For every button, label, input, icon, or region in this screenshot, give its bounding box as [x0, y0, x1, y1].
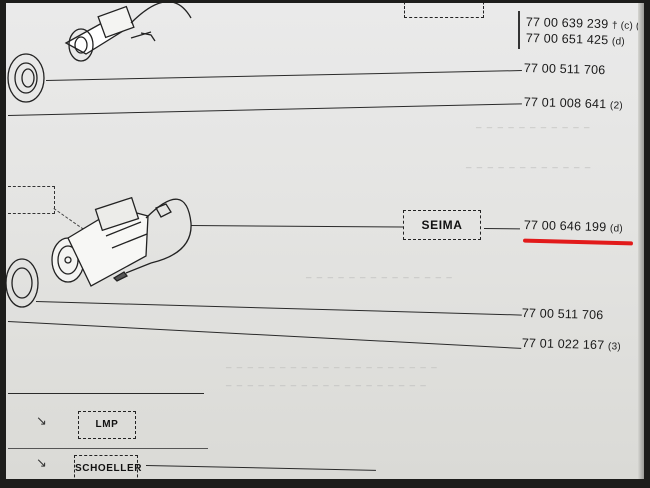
brand-tag-seima: SEIMA: [403, 210, 481, 240]
leader-line: [8, 393, 204, 394]
ghost-text: — — — — — — — — — — — — — — — — — — — —: [226, 363, 437, 373]
brand-tag-lmp: LMP: [78, 411, 136, 439]
part-number-row-4: 77 00 511 706: [521, 306, 604, 323]
leader-line: [190, 225, 403, 228]
ghost-text: — — — — — — — — — — — —: [466, 163, 591, 173]
part-number-highlighted: 77 00 646 199 (d): [523, 218, 623, 235]
part-number-row-1: 77 00 511 706: [523, 61, 606, 78]
cigar-lighter-drawing-top: [7, 3, 192, 103]
red-underline: [522, 238, 634, 246]
ghost-text: — — — — — — — — — — — — — — — — — — —: [226, 381, 426, 391]
brand-tag-schoeller: SCHOELLER: [74, 455, 141, 479]
dashed-callout-box: [8, 186, 55, 214]
catalogue-page: — — — — — — — — — — — — — — — — — — — — …: [6, 3, 644, 479]
leader-line: [145, 465, 376, 471]
part-number-row-2: 77 01 008 641 (2): [523, 95, 623, 112]
top-partial-box: [404, 3, 484, 18]
part-number-top-1: 77 00 639 239 † (c) (4): [525, 15, 644, 32]
part-number-top-2: 77 00 651 425 (d): [525, 31, 625, 48]
arrow-icon: ↘: [36, 455, 47, 470]
page-edge: [638, 3, 644, 479]
ghost-text: — — — — — — — — — — —: [476, 123, 590, 133]
leader-line: [483, 228, 520, 230]
section-divider: [8, 448, 208, 449]
ghost-text: — — — — — — — — — — — — — —: [306, 273, 452, 283]
leader-line: [7, 321, 522, 349]
top-right-bracket: [518, 11, 520, 49]
part-number-row-5: 77 01 022 167 (3): [521, 336, 621, 353]
arrow-icon: ↘: [36, 413, 47, 428]
cigar-lighter-drawing-main: [6, 196, 192, 308]
